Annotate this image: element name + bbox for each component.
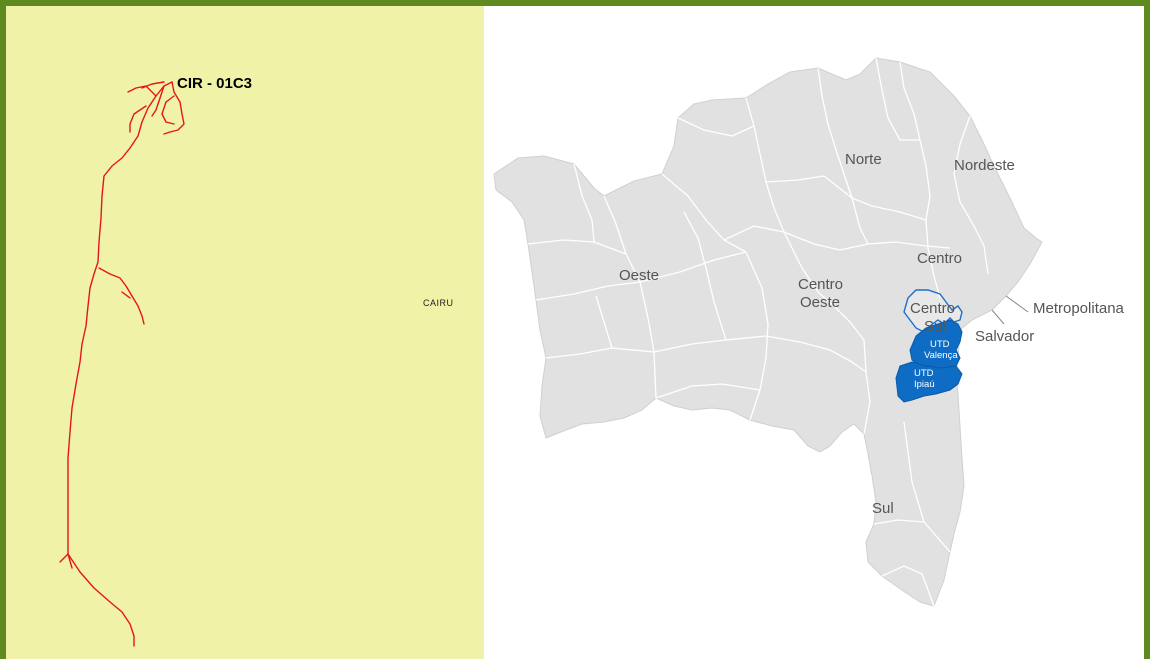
region-label-nordeste: Nordeste [954, 157, 1015, 174]
utd-valenca-label-line2: Valença [924, 350, 958, 361]
state-map-panel[interactable]: Norte Nordeste Oeste Centro Oeste Centro… [484, 6, 1144, 659]
circuit-branch-top-west2 [141, 81, 165, 89]
circuit-branch-top-inner2 [161, 95, 175, 125]
utd-ipiau-label-line2: Ipiaú [914, 379, 935, 390]
region-label-centro-oeste-line2: Oeste [800, 294, 841, 311]
region-label-centro-sul-line1: Centro [910, 300, 956, 317]
state-map [493, 57, 1043, 607]
region-label-oeste: Oeste [619, 267, 660, 284]
circuit-label[interactable]: CIR - 01C3 [177, 75, 253, 92]
circuit-branch-top-left [129, 105, 147, 133]
utd-ipiau-label-line1: UTD [914, 368, 934, 379]
region-label-norte: Norte [845, 151, 882, 168]
region-label-metropolitana: Metropolitana [1033, 300, 1124, 317]
salvador-leader [991, 309, 1005, 325]
region-label-centro-oeste-line1: Centro [798, 276, 844, 293]
subregion-borders [527, 57, 989, 607]
circuit-branch-south [67, 553, 135, 647]
circuit-branch-southwest [59, 553, 69, 563]
municipality-label: CAIRU [423, 298, 454, 308]
utd-valenca-label-line1: UTD [930, 339, 950, 350]
region-label-centro-sul-line2: Sul [924, 318, 946, 335]
utd-ipiau-area [895, 361, 963, 403]
metropolitana-leader [1005, 295, 1029, 313]
circuit-branch-top-inner [151, 85, 165, 117]
circuit-detail-panel[interactable]: CIR - 01C3 CAIRU [6, 6, 484, 659]
circuit-trunk [67, 81, 173, 569]
circuit-branch-top-west [127, 85, 157, 97]
region-label-centro: Centro [917, 250, 963, 267]
region-label-salvador: Salvador [975, 328, 1035, 345]
circuit-network [59, 81, 185, 647]
circuit-branch-east-stub [121, 291, 131, 299]
circuit-branch-top-east [163, 81, 185, 135]
circuit-branch-east [98, 267, 145, 325]
region-label-sul: Sul [872, 500, 894, 517]
